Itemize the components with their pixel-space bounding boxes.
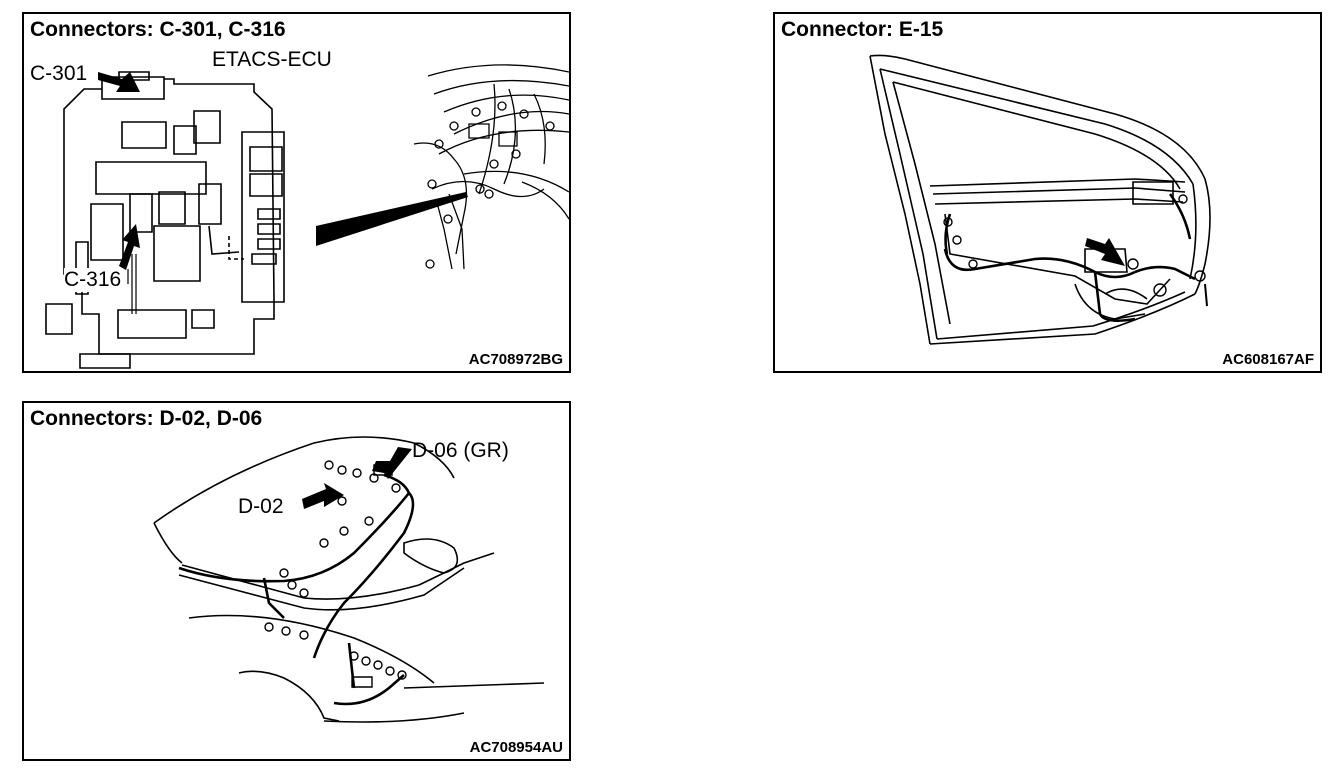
panel-title: Connector: E-15 bbox=[781, 18, 944, 41]
rear-harness-illustration bbox=[24, 403, 569, 759]
panel-title: Connectors: D-02, D-06 bbox=[30, 407, 263, 430]
front-door-illustration bbox=[775, 14, 1320, 371]
door-frame bbox=[870, 55, 1210, 344]
d02-arrow bbox=[302, 483, 344, 509]
diagram-panel-e15: Connector: E-15 bbox=[773, 12, 1322, 373]
figure-code: AC608167AF bbox=[1222, 351, 1314, 368]
door-wiring-harness bbox=[945, 194, 1195, 321]
c316-label: C-316 bbox=[64, 268, 122, 292]
diagram-panel-d02-d06: Connectors: D-02, D-06 bbox=[22, 401, 571, 761]
d06-label: D-06 (GR) bbox=[412, 439, 509, 462]
etacs-ecu-unit bbox=[46, 72, 284, 368]
panel-title: Connectors: C-301, C-316 bbox=[30, 18, 286, 41]
figure-code: AC708954AU bbox=[469, 739, 563, 756]
figure-code: AC708972BG bbox=[468, 351, 563, 368]
ecu-label: ETACS-ECU bbox=[212, 48, 332, 71]
d06-arrow bbox=[372, 447, 412, 479]
harness-clips bbox=[944, 195, 1207, 306]
diagram-panel-c301-c316: Connectors: C-301, C-316 bbox=[22, 12, 571, 373]
harness-connectors bbox=[265, 461, 406, 687]
vehicle-rear-outline bbox=[154, 437, 544, 722]
e15-arrow bbox=[1085, 238, 1125, 266]
rear-wiring-harness bbox=[179, 475, 413, 704]
leader-pointer bbox=[316, 192, 468, 246]
d02-label: D-02 bbox=[238, 495, 284, 518]
c301-label: C-301 bbox=[30, 62, 88, 85]
dashboard-harness-view bbox=[414, 65, 569, 269]
c316-arrow bbox=[119, 224, 140, 270]
c301-arrow bbox=[98, 72, 140, 92]
